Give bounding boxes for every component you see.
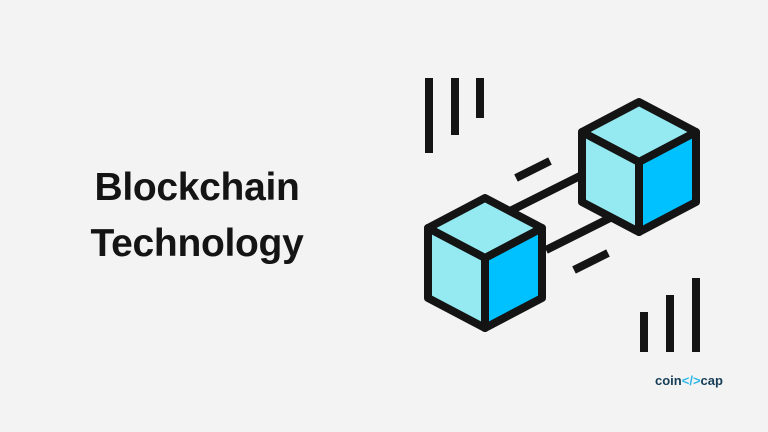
cube-back — [578, 98, 700, 236]
logo-suffix: cap — [700, 373, 723, 388]
motion-lines-top — [425, 78, 484, 153]
cube-front-right — [481, 224, 546, 332]
motion-lines-bottom — [640, 278, 700, 352]
dash-marks — [514, 157, 610, 274]
headline-line-1: Blockchain — [94, 166, 300, 209]
headline-line-2: Technology — [90, 222, 304, 265]
blockchain-linked-cubes-icon — [424, 78, 700, 352]
cube-front — [424, 194, 546, 332]
headline: Blockchain Technology — [62, 160, 332, 272]
coincap-logo: coin</>cap — [655, 373, 723, 388]
logo-code-symbol: </> — [681, 373, 701, 388]
dash-mark — [514, 157, 552, 182]
logo-prefix: coin — [655, 373, 682, 388]
cube-back-right — [635, 128, 700, 236]
dash-mark — [572, 249, 610, 274]
